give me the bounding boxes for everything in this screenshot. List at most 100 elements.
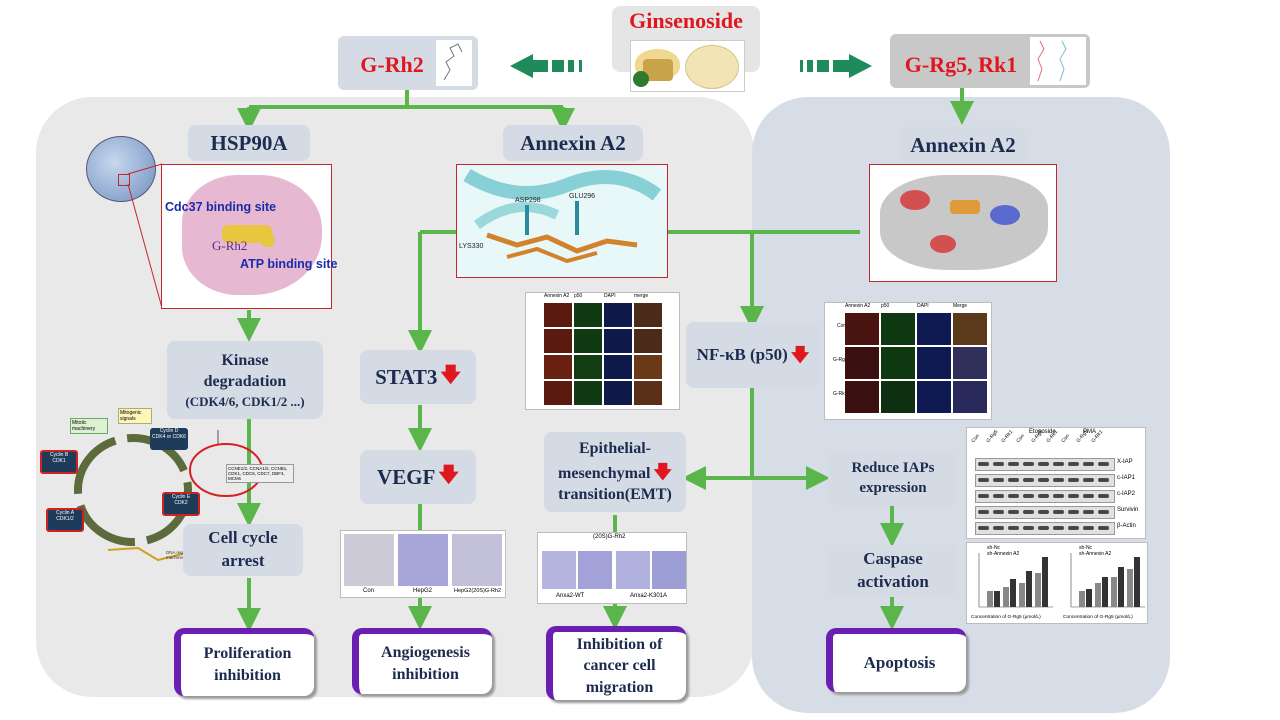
wb-band-label: β-Actin xyxy=(1117,523,1136,529)
g-rh2-label: G-Rh2 xyxy=(360,52,424,77)
chart-xlabel-left: Concentration of G-Rg5 (μmol/L) xyxy=(971,615,1041,620)
chart-legend-4: sh-Annexin A2 xyxy=(1079,551,1112,557)
wb-band xyxy=(1098,478,1109,482)
wb-band-label: X-IAP xyxy=(1117,459,1133,465)
chart-xlabel-right: Concentration of G-Rg5 (μmol/L) xyxy=(1063,615,1133,620)
vegf-box: VEGF🡇 xyxy=(360,450,476,504)
right-if-image: Annexin A2 p50 DAPI Merge Con G-Rg5 G-Rk… xyxy=(824,302,992,420)
g-rh2-site-label: G-Rh2 xyxy=(212,238,248,253)
emt-box: Epithelial- mesenchymal🡇 transition(EMT) xyxy=(544,432,686,512)
out2-line2: inhibition xyxy=(392,666,459,683)
wb-band xyxy=(1083,510,1094,514)
wb-band xyxy=(1038,462,1049,466)
g-rh2-structure xyxy=(436,40,472,86)
atp-site-label: ATP binding site xyxy=(240,257,338,271)
annexin-a2-docking-image: ASP298 GLU296 LYS330 xyxy=(456,164,668,278)
out2-line1: Angiogenesis xyxy=(381,644,470,662)
emt-line2: mesenchymal🡇 xyxy=(558,460,672,485)
wb-band xyxy=(993,494,1004,498)
wb-band xyxy=(1098,526,1109,530)
wb-lane-label: G-Rk1 xyxy=(1000,429,1015,444)
emt-img-label-2: Anxa2-K301A xyxy=(630,593,668,599)
cyclin-a-text: Cyclin A xyxy=(55,510,75,516)
wb-band xyxy=(1008,510,1019,514)
mitotic-machinery-label: Mitotic machinery xyxy=(70,418,108,434)
if-left-h3: DAPI xyxy=(604,293,616,299)
chart-legend-2: sh-Annexin A2 xyxy=(987,551,1020,557)
ginsenoside-title: Ginsenoside xyxy=(629,8,743,33)
wb-band xyxy=(1053,462,1064,466)
if-row-2: G-Rg5 xyxy=(833,357,848,363)
wb-group-2: PMA xyxy=(1083,429,1097,435)
wb-band xyxy=(1098,494,1109,498)
if-right-h1: Annexin A2 xyxy=(845,303,871,309)
wb-band-row: Survivin xyxy=(975,504,1145,519)
wb-band xyxy=(1068,526,1079,530)
reduce-iaps-box: Reduce IAPs expression xyxy=(828,450,958,506)
cyclin-d-badge: Cyclin D CDK4 or CDK6 xyxy=(150,428,188,450)
if-row-1: Con xyxy=(837,323,847,329)
if-left-h1: Annexin A2 xyxy=(544,293,570,299)
kinase-line2: degradation xyxy=(203,373,287,391)
nfkb-box: NF-κB (p50)🡇 xyxy=(686,322,820,388)
wb-band xyxy=(1023,510,1034,514)
cdk2-text: CDK2 xyxy=(174,500,188,506)
cell-cycle-line1: Cell cycle xyxy=(208,528,278,548)
wb-lane-label: G-Rg5 xyxy=(985,428,1000,444)
if-right-h4: Merge xyxy=(953,303,968,309)
wb-band xyxy=(993,478,1004,482)
g-rg5-label: G-Rg5, Rk1 xyxy=(904,52,1018,77)
wb-band-row: c-IAP1 xyxy=(975,472,1145,487)
cyclin-e-text: Cyclin E xyxy=(171,494,191,500)
wb-group-1: Etoposide xyxy=(1029,429,1056,435)
wb-band xyxy=(1098,462,1109,466)
cyclin-d-text: Cyclin D xyxy=(159,428,179,434)
wb-band xyxy=(1023,526,1034,530)
vegf-img-label-1: Con xyxy=(363,588,375,594)
wb-band xyxy=(993,510,1004,514)
wb-band xyxy=(993,462,1004,466)
if-row-3: G-Rk1 xyxy=(833,391,848,397)
ginsenoside-image xyxy=(630,40,745,92)
if-left-h4: merge xyxy=(634,293,649,299)
wb-lane-label: Con xyxy=(1015,433,1026,444)
wb-band xyxy=(1068,462,1079,466)
out1-line2: inhibition xyxy=(214,667,281,684)
wb-band-label: c-IAP1 xyxy=(1117,475,1136,481)
caspase-activation-box: Caspase activation xyxy=(828,545,958,597)
wb-band-row: X-IAP xyxy=(975,456,1145,471)
angiogenesis-tube-image: Con HepG2 HepG2(20S)G-Rh2 xyxy=(340,530,506,598)
wb-band xyxy=(1098,510,1109,514)
wb-band xyxy=(1023,478,1034,482)
wb-band xyxy=(1038,510,1049,514)
g-rg5-structure xyxy=(1030,37,1086,85)
wb-band xyxy=(1053,478,1064,482)
vegf-down-arrow-icon: 🡇 xyxy=(438,464,459,486)
angiogenesis-inhibition-box: Angiogenesis inhibition xyxy=(352,628,492,694)
emt-down-arrow-icon: 🡇 xyxy=(653,461,672,482)
wb-band xyxy=(978,462,989,466)
wb-band xyxy=(1008,526,1019,530)
stat3-label: STAT3 xyxy=(375,364,438,389)
cyclin-e-badge: Cyclin E CDK2 xyxy=(162,492,200,516)
hsp90a-structure-image xyxy=(161,164,332,309)
wb-band xyxy=(978,510,989,514)
emt-line3: transition(EMT) xyxy=(558,486,672,504)
wb-band xyxy=(1053,510,1064,514)
annexin-a2-right-box: Annexin A2 xyxy=(900,127,1026,163)
vegf-img-label-3: HepG2(20S)G-Rh2 xyxy=(454,588,502,594)
if-right-h2: p50 xyxy=(881,303,890,309)
emt-img-title: (20S)G-Rh2 xyxy=(593,534,626,540)
kinase-degradation-box: Kinase degradation (CDK4/6, CDK1/2 ...) xyxy=(167,341,323,419)
lys330-label: LYS330 xyxy=(459,243,484,250)
wb-band-label: Survivin xyxy=(1117,507,1139,513)
cyclin-b-text: Cyclin B xyxy=(49,452,69,458)
out3-line2: cancer cell xyxy=(583,657,656,675)
wb-band xyxy=(1083,478,1094,482)
wb-lane-label: Con xyxy=(1060,433,1071,444)
wb-band xyxy=(1083,494,1094,498)
annexin-a2-surface-image xyxy=(869,164,1057,282)
globe-highlight-box xyxy=(118,174,130,186)
if-left-h2: p50 xyxy=(574,293,583,299)
